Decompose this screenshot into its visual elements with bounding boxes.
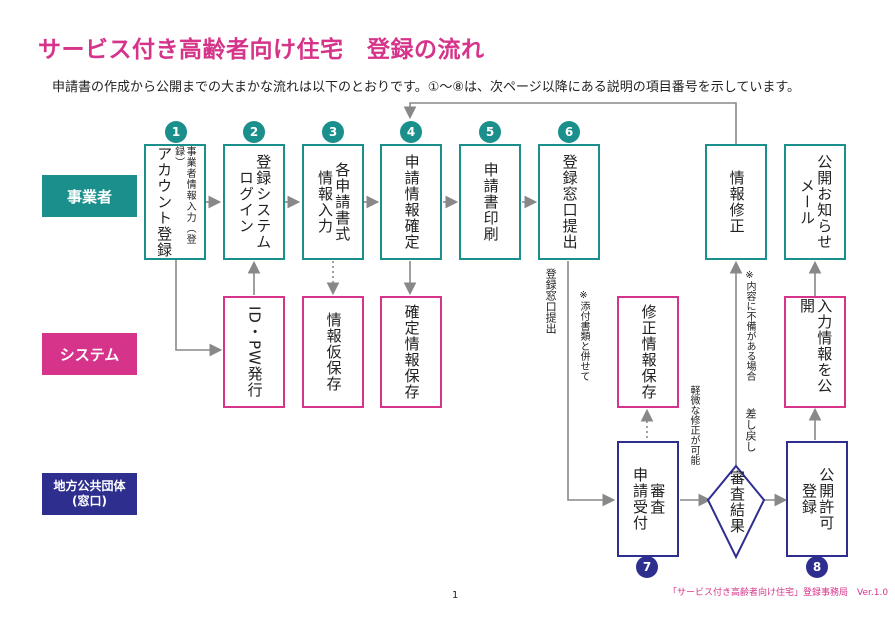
system-publish-label: 入力情報を公開 xyxy=(798,298,834,394)
system-confirm-save-label: 確定情報保存 xyxy=(402,304,421,400)
mail-label-2: 公開お知らせ xyxy=(815,154,834,250)
lane-business: 事業者 xyxy=(42,175,137,217)
lane-government: 地方公共団体 (窓口) xyxy=(42,473,137,515)
step-3-number: 3 xyxy=(322,121,344,143)
system-confirm-save: 確定情報保存 xyxy=(380,296,442,408)
step-6-label: 登録窓口提出 xyxy=(560,154,579,250)
note-return: 差し戻し xyxy=(744,408,758,452)
step-1-sublabel: 事業者情報入力（登録） xyxy=(172,146,196,245)
page-title: サービス付き高齢者向け住宅 登録の流れ xyxy=(38,37,485,63)
system-temp-save: 情報仮保存 xyxy=(302,296,364,408)
system-id-issue: ID・PW発行 xyxy=(223,296,285,408)
system-id-issue-label: ID・PW発行 xyxy=(245,306,264,398)
step-2-number: 2 xyxy=(243,121,265,143)
step-2-login: ログイン 登録システム xyxy=(223,144,285,260)
step-8-registration: 登録 公開許可 xyxy=(786,441,848,557)
step-4-label: 申請情報確定 xyxy=(402,154,421,250)
step-5-print-application: 申請書印刷 xyxy=(459,144,521,260)
step-7-number: 7 xyxy=(636,556,658,578)
system-fix-save-label: 修正情報保存 xyxy=(639,304,658,400)
step-4-confirm-application: 申請情報確定 xyxy=(380,144,442,260)
note-minor-fix: 軽微な修正が可能 xyxy=(688,385,699,465)
mail-notification-box: メール 公開お知らせ xyxy=(784,144,846,260)
lane-government-line2: (窓口) xyxy=(72,494,107,508)
step-1-number: 1 xyxy=(165,121,187,143)
note-incomplete: ※内容に不備がある場合 xyxy=(744,270,755,381)
footer-credit: 「サービス付き高齢者向け住宅」登録事務局 Ver.1.0 xyxy=(668,588,889,598)
step-3-info-input: 情報入力 各申請書式 xyxy=(302,144,364,260)
system-publish: 入力情報を公開 xyxy=(784,296,846,408)
note-submit-window: 登録窓口提出 xyxy=(544,268,558,334)
step-8-label: 登録 xyxy=(800,483,818,515)
step-7-label: 申請受付 xyxy=(631,467,649,531)
step-3-label-2: 各申請書式 xyxy=(333,162,352,242)
review-result-diamond xyxy=(706,464,766,560)
step-3-label: 情報入力 xyxy=(316,170,334,234)
step-8-label-2: 公開許可 xyxy=(817,467,836,531)
step-8-number: 8 xyxy=(806,556,828,578)
info-fix-label: 情報修正 xyxy=(727,170,746,234)
page-number: 1 xyxy=(452,590,459,601)
step-5-number: 5 xyxy=(479,121,501,143)
step-6-number: 6 xyxy=(558,121,580,143)
system-temp-save-label: 情報仮保存 xyxy=(324,312,343,392)
step-7-label-2: 審査 xyxy=(648,483,667,515)
page-subtitle: 申請書の作成から公開までの大まかな流れは以下のとおりです。①〜⑧は、次ページ以降… xyxy=(52,80,801,95)
mail-label: メール xyxy=(798,178,816,226)
info-fix-box: 情報修正 xyxy=(705,144,767,260)
step-6-submit-window: 登録窓口提出 xyxy=(538,144,600,260)
lane-system: システム xyxy=(42,333,137,375)
step-1-label: アカウント登録 xyxy=(155,146,174,258)
system-fix-save: 修正情報保存 xyxy=(617,296,679,408)
step-2-label-2: 登録システム xyxy=(254,154,273,250)
step-1-account-registration: アカウント登録 事業者情報入力（登録） xyxy=(144,144,206,260)
step-2-label: ログイン xyxy=(237,170,255,234)
step-4-number: 4 xyxy=(400,121,422,143)
note-attach-documents: ※添付書類と併せて xyxy=(578,290,589,381)
step-5-label: 申請書印刷 xyxy=(481,162,500,242)
review-result-label: 審査結果 xyxy=(728,470,746,534)
lane-government-line1: 地方公共団体 xyxy=(53,479,126,493)
step-7-review: 申請受付 審査 xyxy=(617,441,679,557)
